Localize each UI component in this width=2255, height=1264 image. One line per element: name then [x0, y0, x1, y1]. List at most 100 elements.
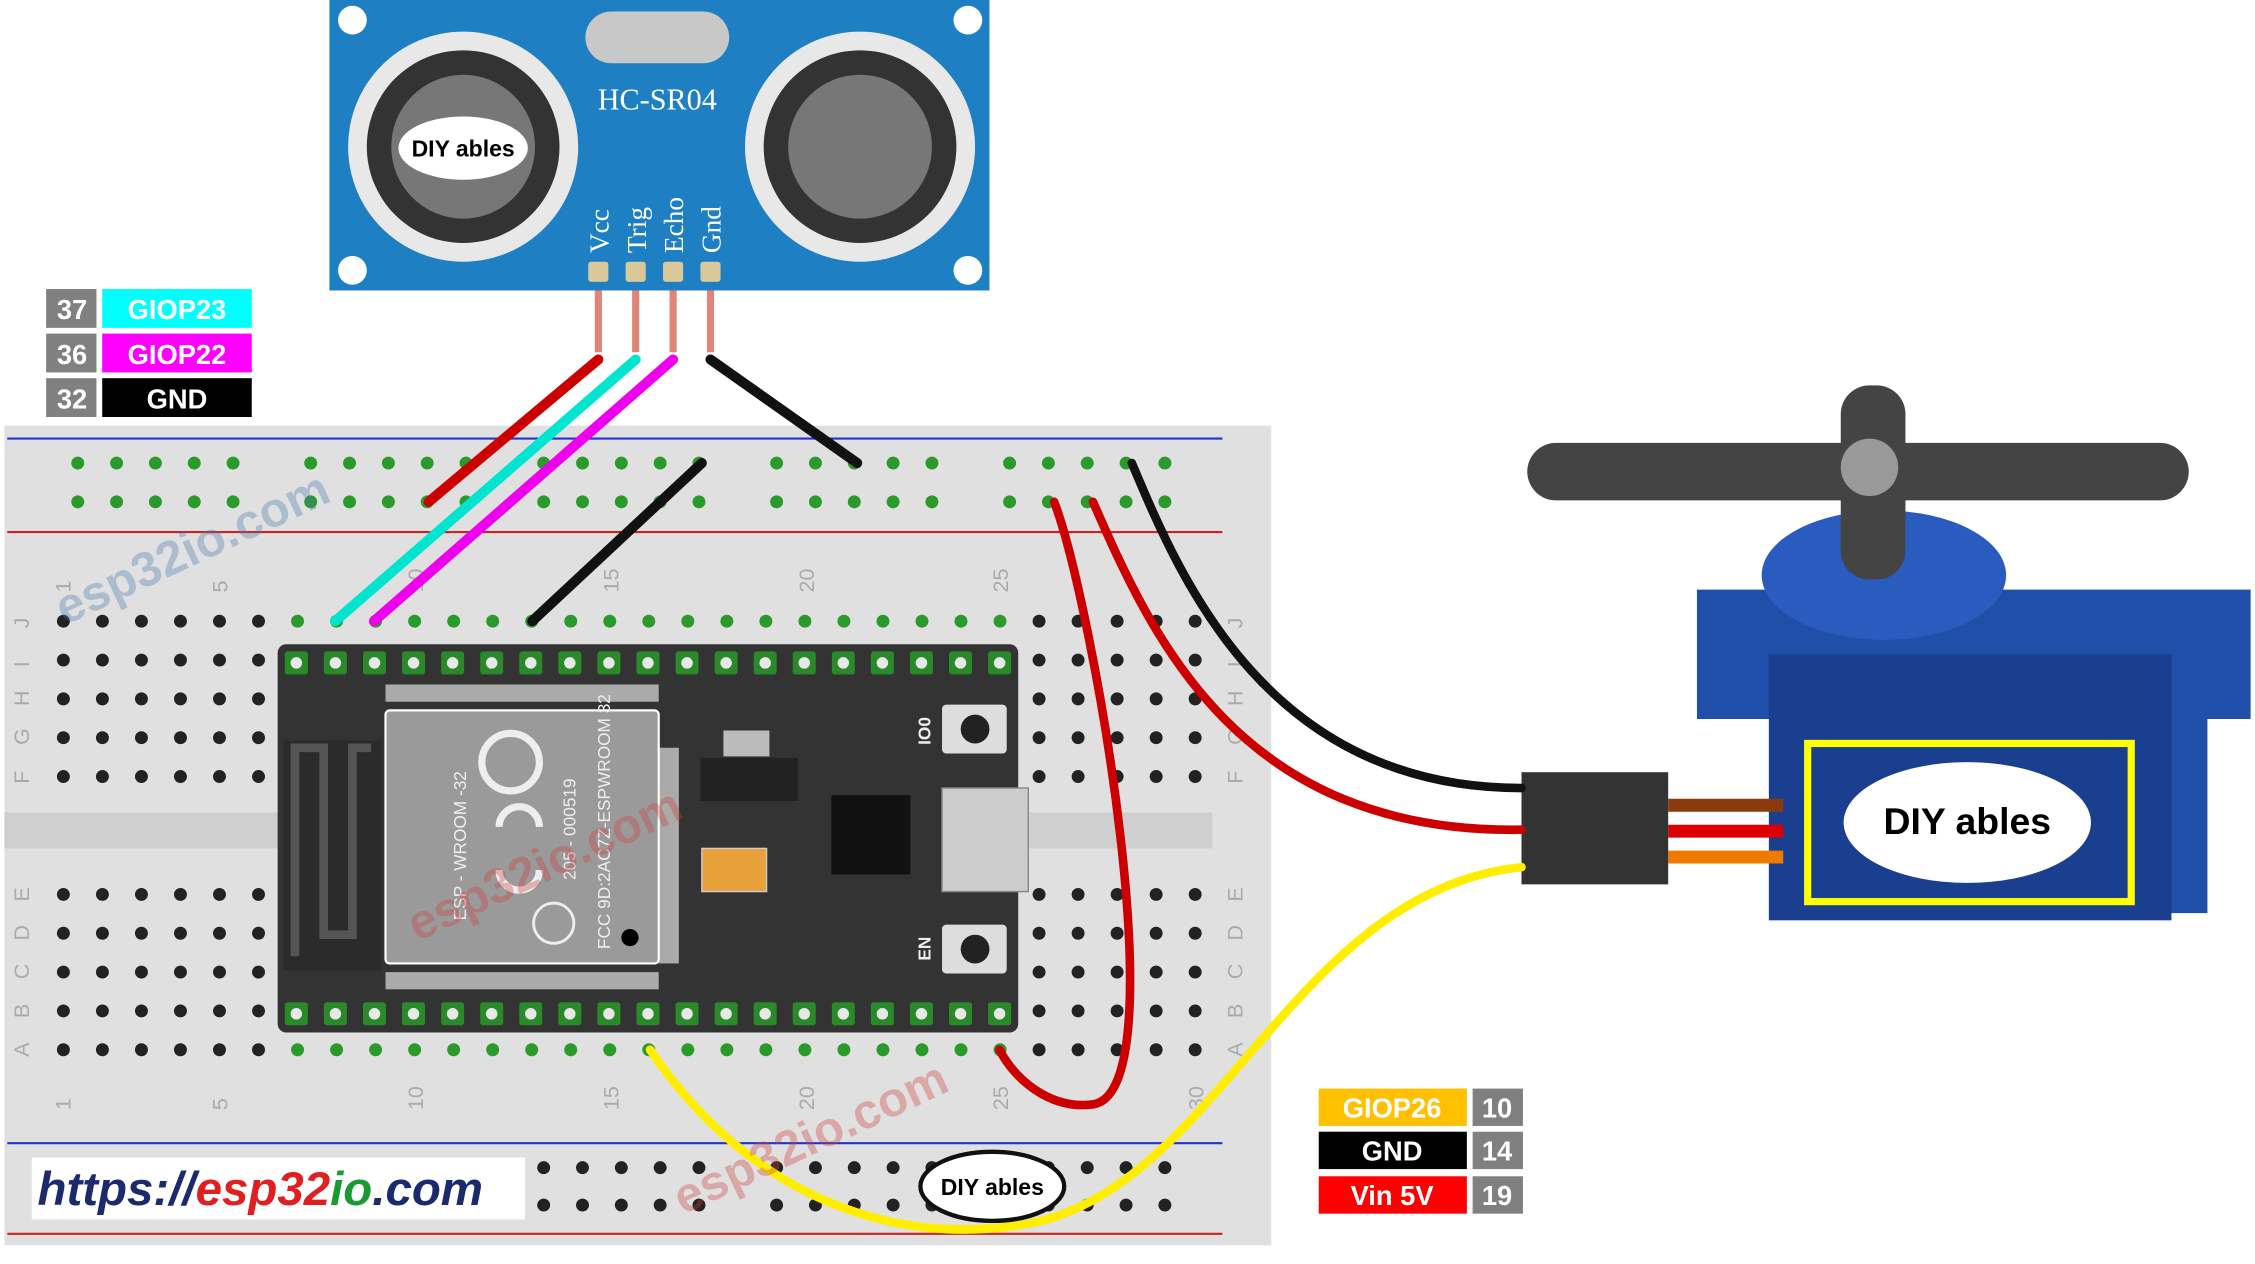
antenna-trace	[290, 743, 372, 957]
breadboard-hole	[134, 653, 148, 667]
pin-label-echo: Echo	[659, 197, 689, 253]
breadboard-hole	[95, 1004, 109, 1018]
breadboard-hole	[1032, 1043, 1046, 1057]
rail-hole	[110, 456, 124, 470]
breadboard-hole	[1188, 653, 1202, 667]
breadboard-hole	[1110, 1004, 1124, 1018]
rail-hole	[1003, 456, 1017, 470]
rail-hole	[692, 495, 706, 509]
esp32-pins	[284, 651, 1012, 1026]
breadboard-hole	[95, 1043, 109, 1057]
breadboard-hole	[134, 887, 148, 901]
breadboard-hole	[759, 614, 773, 628]
regulator	[700, 757, 799, 801]
breadboard-hole	[213, 614, 226, 628]
breadboard-hole	[1149, 1004, 1163, 1018]
servo-motor: DIY ables	[1521, 385, 2251, 921]
breadboard-hole	[95, 731, 109, 745]
rail-hole	[770, 495, 784, 509]
breadboard-hole	[603, 1043, 617, 1057]
breadboard-hole	[447, 614, 461, 628]
rail-hole	[226, 456, 240, 470]
servo-label-frame	[1804, 739, 2135, 906]
breadboard-hole	[252, 926, 265, 940]
breadboard-hole	[798, 614, 812, 628]
col-num: 1	[51, 580, 76, 592]
rail-hole	[1119, 495, 1133, 509]
pin-name: GIOP22	[128, 339, 227, 370]
micro-usb-port	[941, 787, 1029, 893]
breadboard-hole	[1032, 965, 1046, 979]
pin-number: 19	[1482, 1180, 1512, 1211]
espressif-logo-icon	[478, 729, 543, 795]
col-num: 20	[794, 568, 819, 592]
rail-hole	[381, 495, 395, 509]
rail-hole	[1158, 1161, 1172, 1175]
breadboard-hole	[134, 731, 148, 745]
breadboard-hole	[173, 965, 187, 979]
row-letter: J	[1223, 618, 1248, 629]
pin-name: Vin 5V	[1351, 1180, 1435, 1211]
rail-hole	[1119, 1198, 1133, 1212]
breadboard-hole	[1032, 926, 1046, 940]
en-label: EN	[914, 937, 934, 961]
rail-hole	[886, 1198, 900, 1212]
breadboard-hole	[95, 770, 109, 783]
rail-hole	[653, 1161, 667, 1175]
col-num: 5	[207, 1098, 232, 1110]
module-name: ESP - WROOM -32	[450, 771, 470, 920]
diyables-bottom-logo: DIY ables	[918, 1149, 1067, 1224]
breadboard-hole	[1110, 1043, 1124, 1057]
pin-trig	[625, 261, 646, 282]
rail-hole	[925, 495, 939, 509]
rail-hole	[1158, 495, 1172, 509]
pin-vcc	[588, 261, 609, 282]
wire-vcc-red	[423, 354, 604, 507]
breadboard-hole	[1071, 1004, 1085, 1018]
breadboard-hole	[213, 731, 226, 745]
breadboard-hole	[876, 614, 890, 628]
pin-number: 37	[57, 294, 87, 325]
rail-hole	[576, 495, 589, 509]
breadboard-hole	[1188, 770, 1202, 783]
row-letter: B	[1223, 1004, 1248, 1018]
rail-hole	[614, 456, 628, 470]
breadboard-hole	[1149, 770, 1163, 783]
breadboard-hole	[759, 1043, 773, 1057]
rail-hole	[770, 1198, 784, 1212]
breadboard-hole	[56, 887, 70, 901]
capacitor	[701, 847, 768, 893]
breadboard-hole	[1110, 965, 1124, 979]
breadboard-hole	[213, 770, 226, 783]
breadboard-hole	[173, 692, 187, 706]
rail-hole	[381, 456, 395, 470]
breadboard-hole	[603, 614, 617, 628]
breadboard-hole	[681, 1043, 695, 1057]
breadboard-hole	[1110, 692, 1124, 706]
wire-servo-vcc-red	[1088, 497, 1526, 835]
breadboard-hole	[1032, 731, 1046, 745]
wire-esp-gnd-black	[527, 458, 707, 627]
rail-hole	[71, 495, 85, 509]
rail-hole	[420, 456, 434, 470]
col-num: 20	[794, 1086, 819, 1110]
wire-servo-gnd-black	[1127, 458, 1526, 793]
rail-hole	[537, 495, 551, 509]
pin-name: GIOP26	[1343, 1092, 1442, 1123]
rail-hole	[576, 1198, 589, 1212]
breadboard-hole	[486, 1043, 500, 1057]
rail-hole	[576, 1161, 589, 1175]
breadboard-hole	[1110, 653, 1124, 667]
breadboard-hole	[134, 692, 148, 706]
fcc-id: FCC 9D:2AC7Z-ESPWROOM 32	[594, 694, 614, 949]
col-num: 15	[598, 568, 623, 592]
breadboard-hole	[525, 1043, 539, 1057]
svg-text:https://esp32io.com: https://esp32io.com	[37, 1163, 483, 1216]
breadboard-hole	[1188, 887, 1202, 901]
breadboard-hole	[1188, 614, 1202, 628]
breadboard-hole	[56, 1004, 70, 1018]
breadboard-hole	[173, 1004, 187, 1018]
rail-hole	[187, 495, 201, 509]
breadboard-hole	[681, 614, 695, 628]
